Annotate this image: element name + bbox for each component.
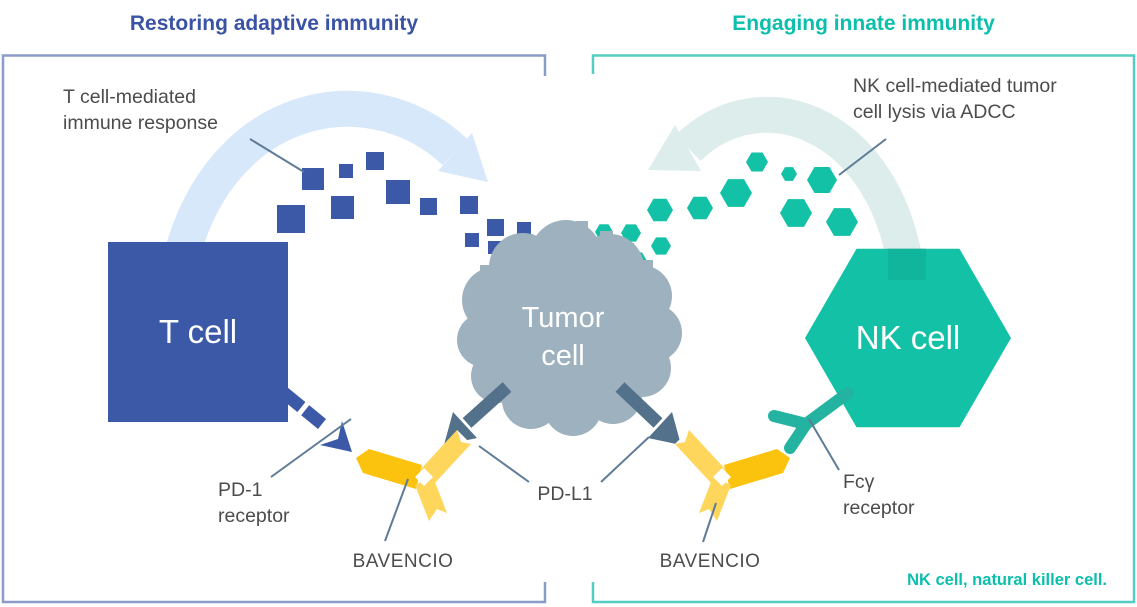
leader-pdl1-right xyxy=(600,436,650,483)
leader-pd1 xyxy=(270,418,352,478)
bavencio-label-left: BAVENCIO xyxy=(352,551,454,572)
pd1-receptor-shape xyxy=(279,387,352,452)
bavencio-antibody-left xyxy=(356,430,471,521)
adaptive-arc-arrowhead-icon xyxy=(438,133,488,182)
leader-bavencio-right xyxy=(702,502,717,543)
nk-lysis-label: NK cell-mediated tumor cell lysis via AD… xyxy=(853,75,1057,123)
innate-arc-arrowhead-icon xyxy=(648,125,701,171)
arc-overlap-shade xyxy=(888,248,926,280)
adaptive-immunity-arc xyxy=(162,90,488,267)
leader-lines xyxy=(249,138,887,543)
leader-pdl1-left xyxy=(478,445,530,483)
fcy-receptor-shape xyxy=(768,387,854,454)
tumor-cell-label: Tumor cell xyxy=(521,302,605,372)
t-cell-label: T cell xyxy=(158,313,238,350)
pdl1-label: PD-L1 xyxy=(537,483,593,505)
pdl1-arrow-right xyxy=(615,382,681,445)
left-panel-title: Restoring adaptive immunity xyxy=(129,12,419,35)
nk-cell-label: NK cell xyxy=(855,319,961,356)
innate-immunity-arc xyxy=(648,96,923,266)
leader-fcy xyxy=(808,418,840,471)
footnote: NK cell, natural killer cell. xyxy=(907,571,1107,589)
bavencio-antibody-right xyxy=(675,430,790,521)
tumor-cell-shape xyxy=(457,220,682,436)
left-panel-border xyxy=(1,54,547,604)
leader-nk-lysis xyxy=(838,138,887,176)
t-cell-shape xyxy=(108,242,288,422)
t-response-label: T cell-mediated immune response xyxy=(63,86,218,134)
right-panel-border xyxy=(591,54,1136,604)
leader-t-response xyxy=(249,138,305,173)
pd1-receptor-label: PD-1 receptor xyxy=(218,479,290,527)
leader-bavencio-left xyxy=(384,478,409,542)
fcy-receptor-label: Fcγ receptor xyxy=(843,471,915,519)
right-panel-title: Engaging innate immunity xyxy=(732,12,995,35)
bavencio-label-right: BAVENCIO xyxy=(659,551,761,572)
antigen-squares xyxy=(277,152,531,254)
